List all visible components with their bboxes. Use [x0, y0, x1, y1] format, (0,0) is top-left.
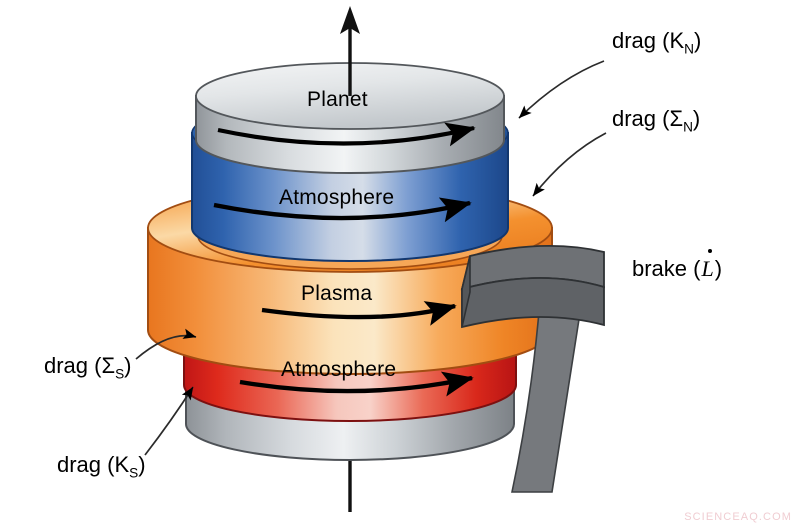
angular-momentum-rate-symbol: L: [700, 249, 714, 282]
callout-brake-prefix: brake (: [632, 256, 701, 281]
callout-drag-sigma-s-suffix: ): [124, 353, 132, 378]
layer-label-atmosphere-south: Atmosphere: [281, 358, 397, 381]
callout-drag-ks: drag (KS): [57, 452, 146, 480]
callout-drag-kn-suffix: ): [694, 28, 702, 53]
layer-label-plasma: Plasma: [301, 282, 373, 305]
callout-drag-ks-suffix: ): [138, 452, 146, 477]
rotation-arrow-atmosphere-south: [239, 371, 474, 397]
callout-drag-sigma-s-subscript: S: [115, 366, 125, 382]
callout-drag-sigma-n: drag (ΣN): [612, 106, 700, 134]
callout-drag-sigma-n-subscript: N: [683, 119, 693, 135]
overdot-icon: [707, 249, 712, 254]
callout-drag-kn-subscript: N: [684, 41, 694, 57]
callout-drag-kn-prefix: drag (K: [612, 28, 685, 53]
callout-leader-drag-kn: [518, 60, 605, 119]
callout-drag-sigma-s-prefix: drag (Σ: [44, 353, 116, 378]
rotation-arrow-planet: [217, 122, 476, 147]
callout-drag-sigma-n-prefix: drag (Σ: [612, 106, 684, 131]
layer-label-atmosphere-north: Atmosphere: [279, 186, 395, 209]
layer-label-planet: Planet: [307, 88, 368, 111]
callout-drag-ks-subscript: S: [129, 465, 139, 481]
brake-mechanism: [460, 244, 605, 493]
callout-brake: brake (L): [632, 249, 723, 282]
callout-leader-drag-sigma-s: [135, 328, 197, 360]
rotation-arrow-plasma: [261, 301, 457, 326]
watermark: SCIENCEAQ.COM: [684, 511, 792, 523]
rotation-arrow-atmosphere-north: [213, 197, 472, 223]
callout-brake-suffix: ): [714, 256, 723, 281]
callout-leader-drag-ks: [144, 386, 194, 456]
callout-drag-sigma-s: drag (ΣS): [44, 353, 132, 381]
callout-leader-drag-sigma-n: [532, 132, 607, 197]
callout-drag-sigma-n-suffix: ): [692, 106, 701, 131]
callout-drag-kn: drag (KN): [612, 28, 701, 56]
rotation-axis-upper: [340, 6, 360, 96]
callout-drag-ks-prefix: drag (K: [57, 452, 130, 477]
